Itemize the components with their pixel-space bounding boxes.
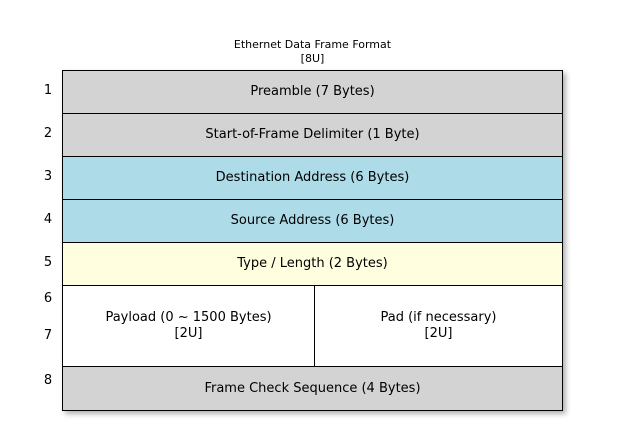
row-number-8: 8	[43, 373, 53, 388]
frame-field-preamble: Preamble (7 Bytes)	[63, 71, 562, 114]
frame-field-pad-tag: [2U]	[424, 326, 453, 341]
frame-field-preamble-label: Preamble (7 Bytes)	[250, 84, 375, 99]
row-number-2: 2	[43, 126, 53, 141]
row-number-1: 1	[43, 83, 53, 98]
frame-field-table: Preamble (7 Bytes) Start-of-Frame Delimi…	[62, 70, 563, 411]
frame-field-pad-text: Pad (if necessary) [2U]	[380, 310, 496, 342]
frame-field-source-address: Source Address (6 Bytes)	[63, 200, 562, 243]
frame-field-payload: Payload (0 ~ 1500 Bytes) [2U]	[63, 286, 315, 366]
row-number-7: 7	[43, 328, 53, 343]
frame-field-type-length-label: Type / Length (2 Bytes)	[237, 256, 388, 271]
frame-field-sfd: Start-of-Frame Delimiter (1 Byte)	[63, 114, 562, 157]
frame-field-frame-check-sequence: Frame Check Sequence (4 Bytes)	[63, 367, 562, 410]
frame-field-type-length: Type / Length (2 Bytes)	[63, 243, 562, 286]
frame-field-payload-label: Payload (0 ~ 1500 Bytes)	[105, 310, 272, 325]
row-number-5: 5	[43, 255, 53, 270]
row-number-4: 4	[43, 212, 53, 227]
diagram-title-tag: [8U]	[300, 52, 325, 65]
frame-field-destination-address: Destination Address (6 Bytes)	[63, 157, 562, 200]
frame-field-pad-label: Pad (if necessary)	[380, 310, 497, 325]
frame-field-payload-tag: [2U]	[174, 326, 203, 341]
row-number-3: 3	[43, 169, 53, 184]
diagram-title: Ethernet Data Frame Format	[233, 38, 392, 51]
frame-field-sfd-label: Start-of-Frame Delimiter (1 Byte)	[205, 127, 420, 142]
frame-field-destination-address-label: Destination Address (6 Bytes)	[215, 170, 410, 185]
row-number-gutter: 1 2 3 4 5 6 7 8	[36, 70, 60, 396]
diagram-title-block: Ethernet Data Frame Format [8U]	[62, 38, 563, 66]
frame-field-payload-text: Payload (0 ~ 1500 Bytes) [2U]	[105, 310, 271, 342]
frame-field-pad: Pad (if necessary) [2U]	[315, 286, 562, 366]
row-number-6: 6	[43, 291, 53, 306]
frame-field-payload-row: Payload (0 ~ 1500 Bytes) [2U] Pad (if ne…	[63, 286, 562, 367]
frame-field-frame-check-sequence-label: Frame Check Sequence (4 Bytes)	[204, 380, 421, 396]
frame-field-source-address-label: Source Address (6 Bytes)	[230, 213, 395, 228]
